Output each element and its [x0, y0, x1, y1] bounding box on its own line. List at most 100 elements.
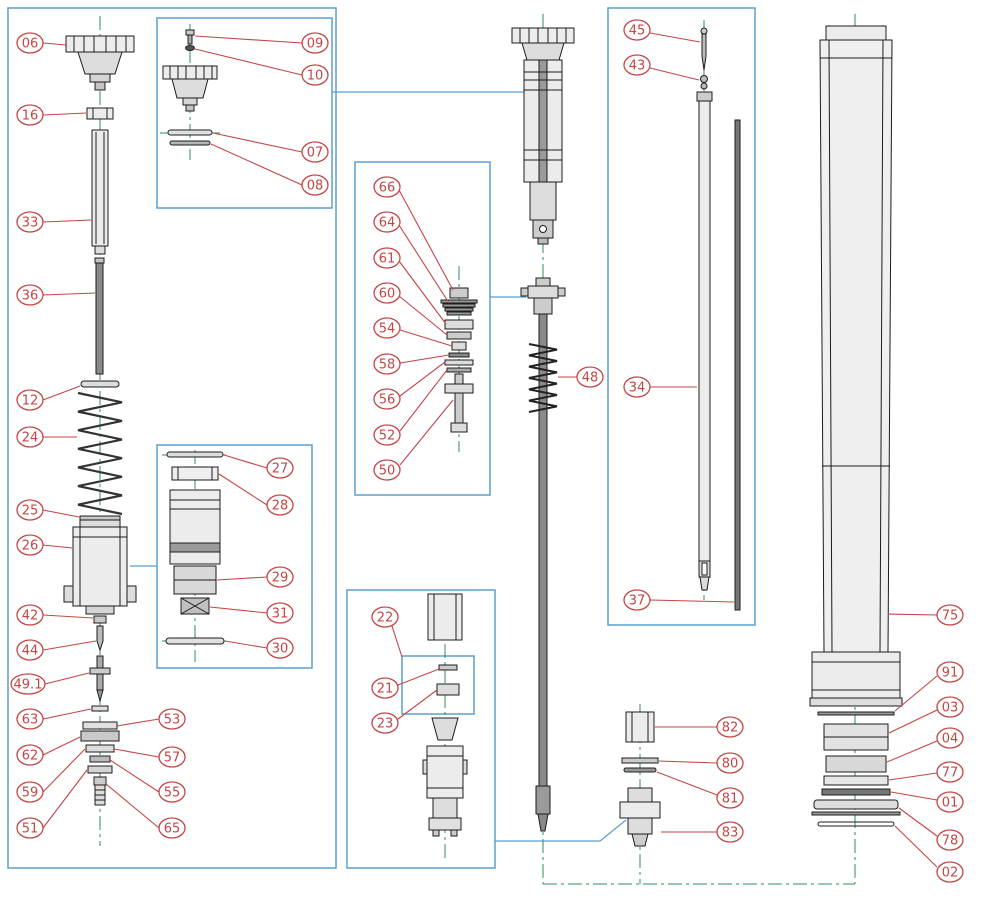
rebound-detail-box — [354, 161, 491, 496]
part-oring-10 — [185, 45, 195, 51]
part-adjuster-49-1 — [89, 655, 111, 703]
callout-09: 09 — [194, 32, 329, 54]
part-washer-30 — [165, 637, 225, 645]
part-seal-04 — [825, 755, 887, 773]
part-damper-body-26 — [63, 519, 137, 615]
svg-text:26: 26 — [22, 539, 39, 554]
svg-text:43: 43 — [629, 59, 646, 74]
svg-text:91: 91 — [942, 666, 959, 681]
svg-text:06: 06 — [22, 37, 39, 52]
callout-54: 54 — [373, 317, 453, 347]
part-valve-50 — [444, 373, 474, 433]
part-ring-28 — [171, 466, 219, 481]
callout-23: 23 — [371, 689, 438, 734]
svg-text:44: 44 — [22, 644, 39, 659]
callout-48: 48 — [558, 366, 604, 388]
svg-text:55: 55 — [164, 786, 181, 801]
part-washer-91 — [817, 711, 895, 716]
callout-53: 53 — [116, 708, 186, 730]
part-ring-77 — [823, 775, 889, 786]
svg-text:83: 83 — [722, 826, 739, 841]
callout-77: 77 — [888, 761, 964, 783]
svg-text:25: 25 — [22, 504, 39, 519]
part-seal-03 — [823, 723, 889, 751]
svg-text:12: 12 — [22, 394, 39, 409]
svg-text:62: 62 — [22, 749, 39, 764]
svg-text:77: 77 — [942, 766, 959, 781]
part-damper-rod-33 — [91, 129, 109, 255]
svg-text:66: 66 — [379, 181, 396, 196]
svg-text:64: 64 — [379, 216, 396, 231]
part-spacer-23 — [436, 683, 460, 696]
callout-49.1: 49.1 — [10, 672, 90, 695]
svg-text:36: 36 — [22, 289, 39, 304]
svg-text:53: 53 — [164, 713, 181, 728]
part-oring-81 — [623, 767, 657, 773]
callout-59: 59 — [16, 748, 86, 803]
connector-bottom-box — [495, 819, 627, 842]
svg-text:21: 21 — [377, 682, 394, 697]
callout-61: 61 — [373, 247, 447, 325]
part-washer-52 — [446, 367, 472, 373]
callout-58: 58 — [373, 353, 450, 375]
callout-27: 27 — [223, 454, 294, 479]
callout-56: 56 — [373, 361, 446, 410]
svg-text:10: 10 — [307, 69, 324, 84]
svg-text:37: 37 — [629, 594, 646, 609]
part-ring-60 — [446, 331, 472, 340]
part-washer-80 — [621, 757, 659, 764]
callout-25: 25 — [16, 499, 80, 521]
callout-62: 62 — [16, 736, 81, 766]
part-strip-37 — [734, 119, 741, 611]
part-washer-58 — [448, 352, 470, 358]
part-spring-24 — [77, 391, 123, 516]
svg-text:30: 30 — [272, 642, 289, 657]
svg-text:58: 58 — [379, 358, 396, 373]
part-needle-44 — [96, 625, 104, 652]
callout-80: 80 — [658, 752, 744, 774]
svg-text:80: 80 — [722, 757, 739, 772]
callout-55: 55 — [109, 759, 186, 803]
callout-26: 26 — [16, 534, 73, 556]
svg-text:23: 23 — [377, 717, 394, 732]
svg-text:42: 42 — [22, 609, 39, 624]
svg-text:56: 56 — [379, 393, 396, 408]
part-spring-48 — [528, 343, 558, 413]
svg-text:49.1: 49.1 — [14, 678, 43, 693]
part-main-rod — [538, 313, 548, 787]
callout-51: 51 — [16, 769, 88, 839]
part-center-cap — [511, 27, 575, 61]
part-washer-21 — [438, 664, 458, 671]
callout-52: 52 — [373, 369, 448, 446]
part-cup-78 — [811, 799, 901, 816]
callout-81: 81 — [656, 771, 744, 809]
svg-text:27: 27 — [272, 462, 289, 477]
svg-text:54: 54 — [379, 322, 396, 337]
part-base-valve-83 — [619, 787, 661, 847]
svg-text:16: 16 — [22, 109, 39, 124]
svg-text:61: 61 — [379, 252, 396, 267]
callout-45: 45 — [623, 19, 701, 43]
svg-text:07: 07 — [307, 146, 324, 161]
pushrod-detail-box — [607, 7, 756, 626]
detail-boxes — [7, 7, 756, 869]
callout-06: 06 — [16, 32, 67, 54]
part-cartridge-body — [523, 59, 563, 245]
part-shims-64 — [440, 299, 478, 316]
parts-layer — [63, 25, 903, 847]
part-shim-stack — [80, 721, 120, 806]
part-cone-piece — [431, 717, 459, 741]
callout-43: 43 — [623, 54, 700, 81]
callout-82: 82 — [655, 716, 744, 738]
part-washer-56 — [444, 359, 474, 366]
part-washer-12 — [80, 380, 120, 388]
part-nut-42 — [93, 615, 107, 624]
svg-text:03: 03 — [942, 701, 959, 716]
callout-30: 30 — [224, 637, 294, 659]
svg-text:65: 65 — [164, 822, 181, 837]
svg-text:81: 81 — [722, 792, 739, 807]
part-spacer-16 — [86, 107, 114, 120]
part-screw-09 — [185, 29, 195, 45]
callout-91: 91 — [894, 661, 964, 712]
